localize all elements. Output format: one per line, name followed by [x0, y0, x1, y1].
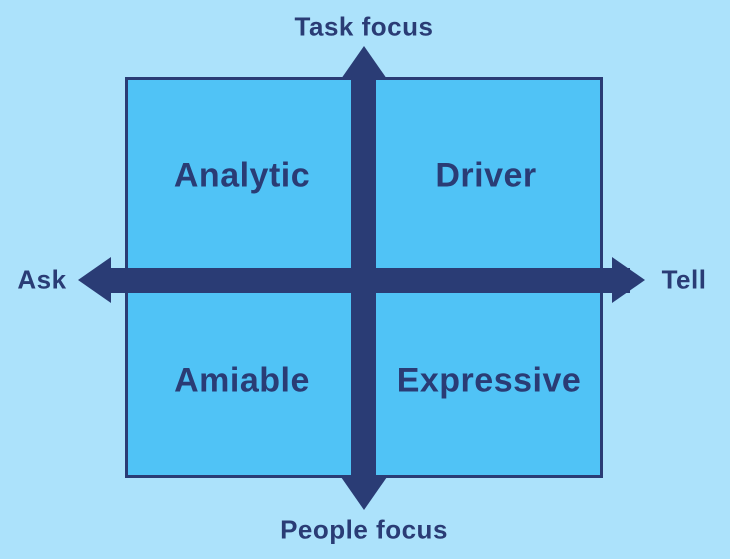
axis-label-people-focus: People focus — [280, 514, 448, 545]
arrow-left-icon — [78, 257, 111, 303]
arrow-down-icon — [341, 477, 387, 510]
axis-label-ask: Ask — [17, 264, 67, 295]
arrow-up-icon — [341, 46, 387, 79]
quadrant-label-expressive: Expressive — [396, 361, 582, 400]
quadrant-label-driver: Driver — [435, 156, 537, 195]
axis-label-task-focus: Task focus — [294, 11, 434, 42]
horizontal-axis-line — [100, 268, 630, 293]
arrow-right-icon — [612, 257, 645, 303]
quadrant-label-amiable: Amiable — [174, 361, 310, 400]
axis-label-tell: Tell — [661, 264, 707, 295]
quadrant-label-analytic: Analytic — [173, 156, 311, 195]
